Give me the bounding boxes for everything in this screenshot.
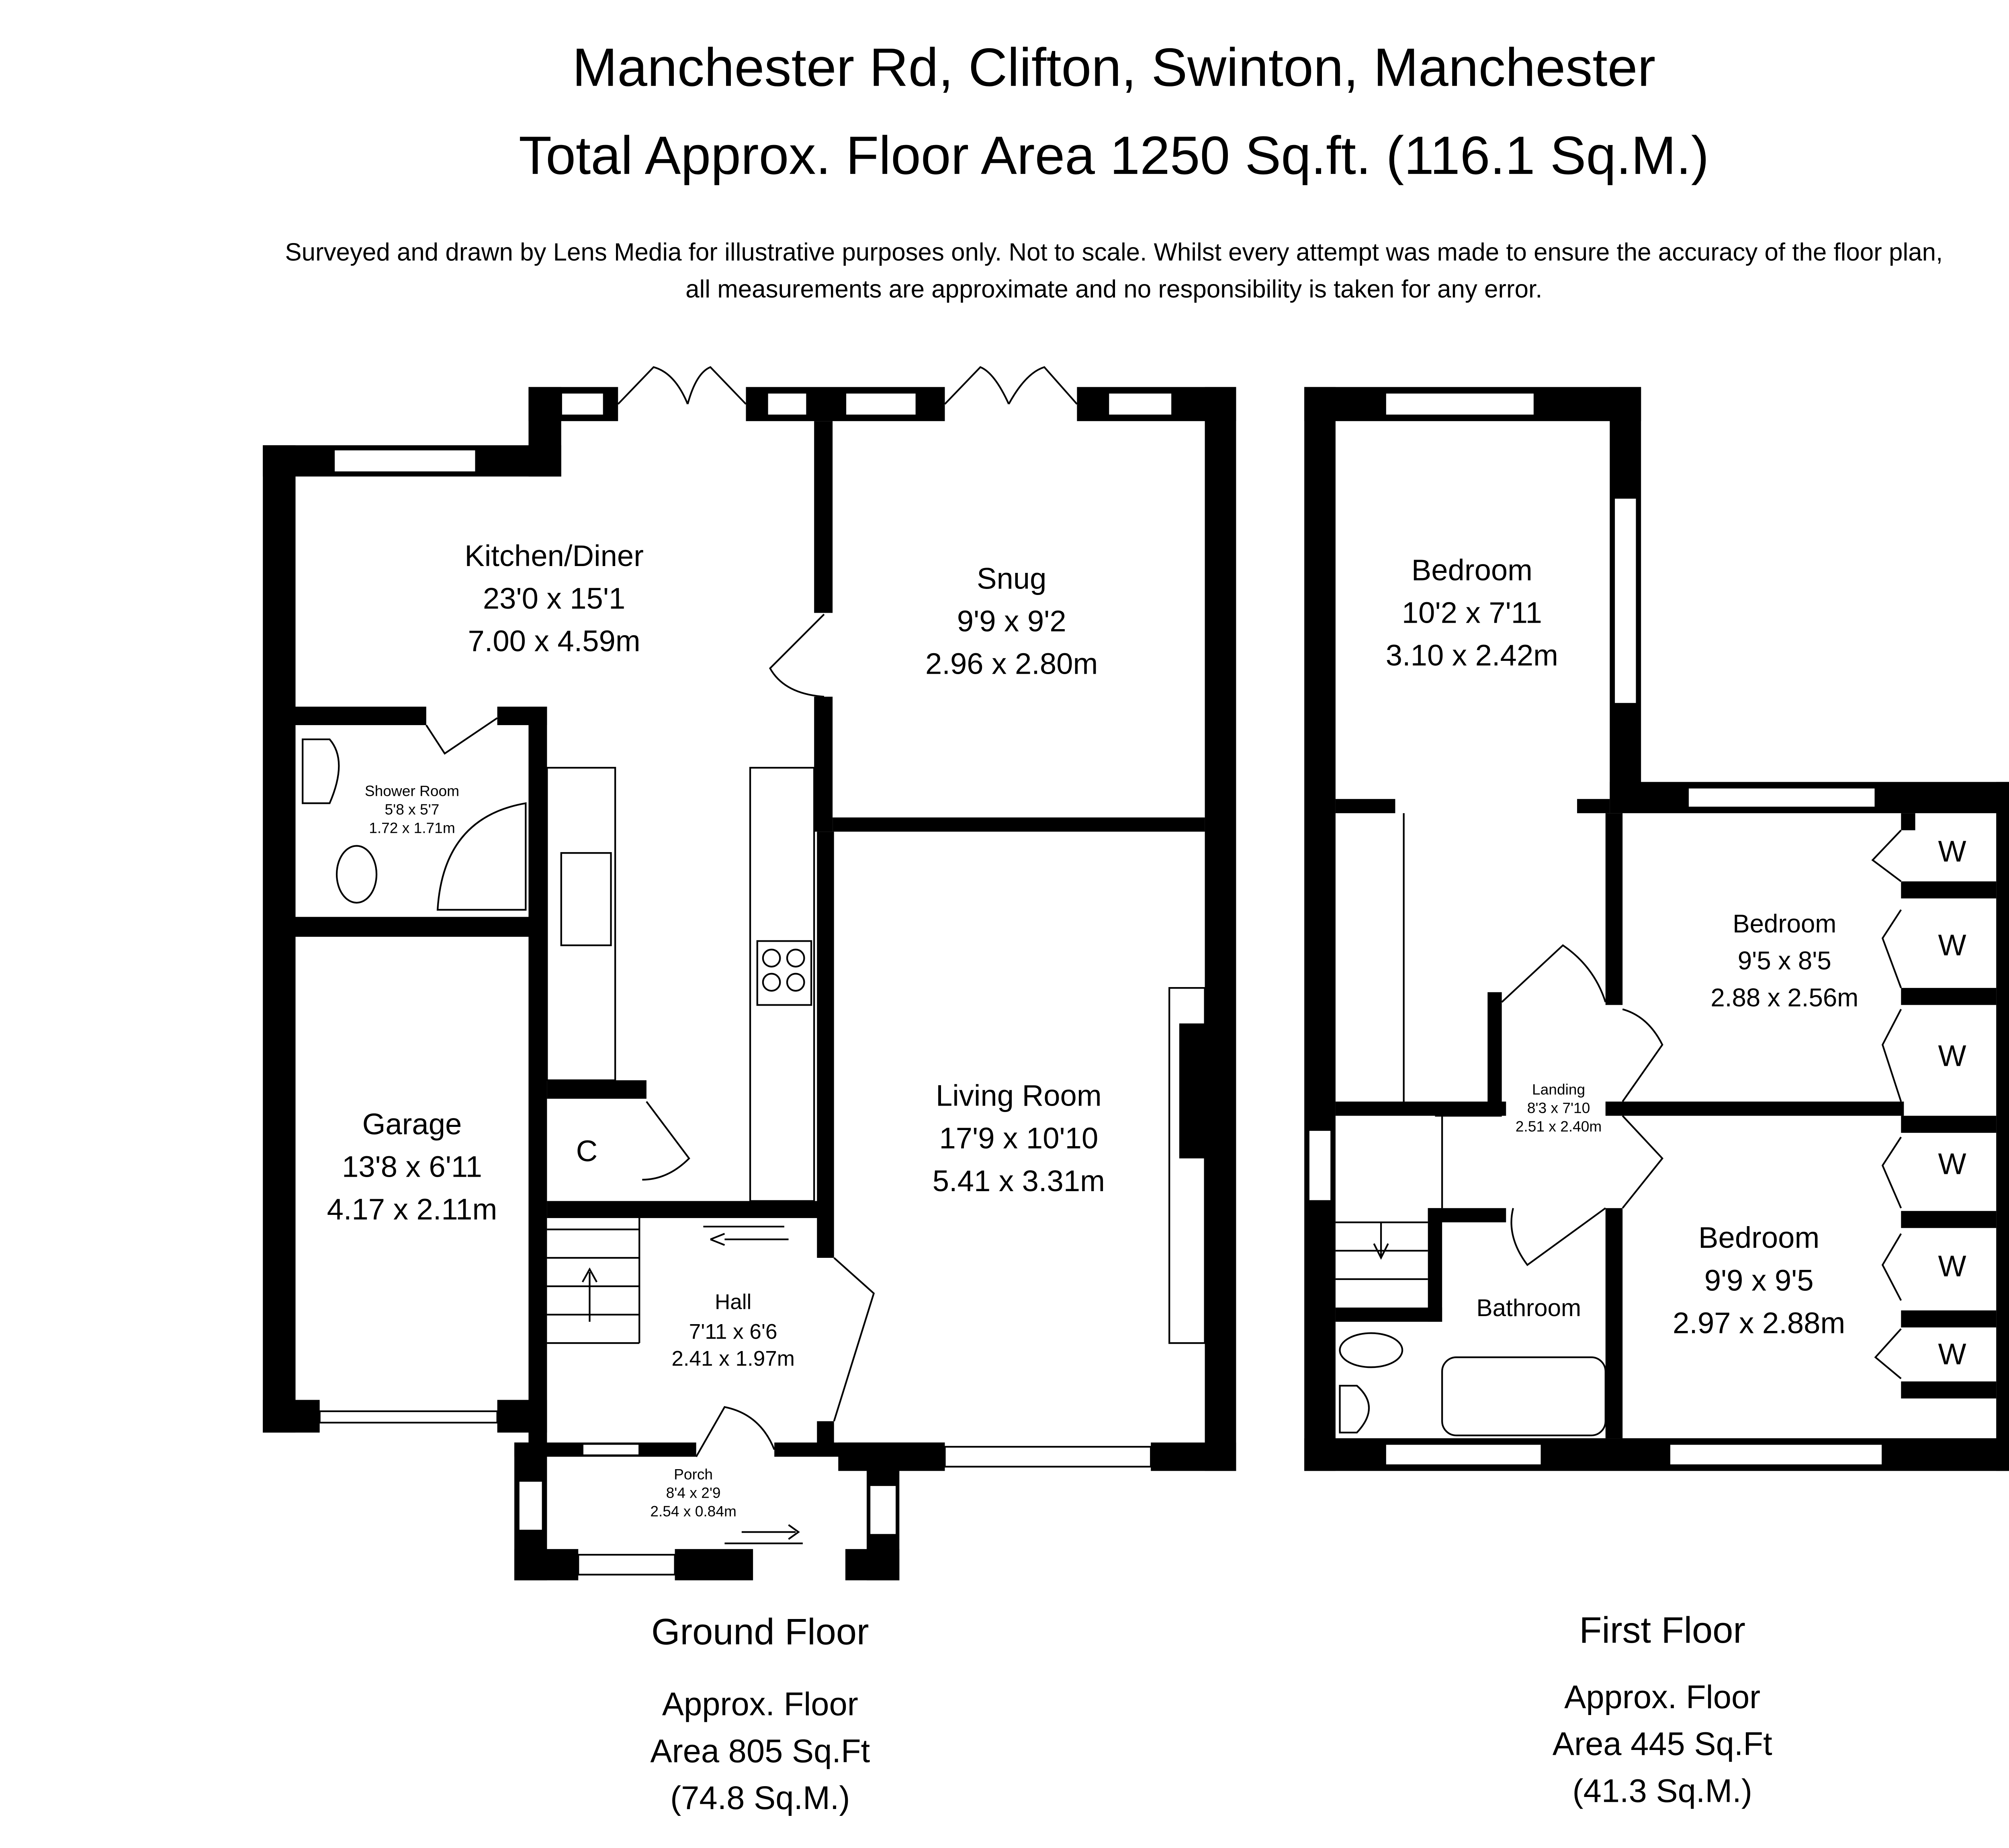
floor-area-line: Approx. Floor — [662, 1686, 858, 1723]
room-name: Snug — [977, 562, 1046, 595]
wardrobes: W W W W W W — [1938, 834, 1966, 1371]
room-imperial: 5'8 x 5'7 — [385, 801, 440, 818]
room-metric: 7.00 x 4.59m — [468, 624, 640, 658]
disclaimer-line-2: all measurements are approximate and no … — [685, 276, 1542, 303]
room-metric: 5.41 x 3.31m — [933, 1164, 1105, 1198]
address-title: Manchester Rd, Clifton, Swinton, Manches… — [572, 37, 1655, 98]
wardrobe-label: W — [1938, 1337, 1966, 1371]
room-shower: Shower Room 5'8 x 5'7 1.72 x 1.71m — [365, 783, 459, 836]
room-name: Bedroom — [1412, 553, 1532, 587]
room-landing: Landing 8'3 x 7'10 2.51 x 2.40m — [1516, 1081, 1602, 1135]
room-metric: 2.41 x 1.97m — [671, 1347, 795, 1371]
room-snug: Snug 9'9 x 9'2 2.96 x 2.80m — [925, 562, 1098, 680]
room-metric: 1.72 x 1.71m — [369, 820, 455, 836]
room-metric: 2.51 x 2.40m — [1516, 1118, 1602, 1135]
room-garage: Garage 13'8 x 6'11 4.17 x 2.11m — [327, 1107, 497, 1226]
room-name: Bedroom — [1698, 1221, 1819, 1254]
room-living: Living Room 17'9 x 10'10 5.41 x 3.31m — [933, 1079, 1105, 1198]
floor-area-line: (41.3 Sq.M.) — [1573, 1772, 1752, 1809]
wardrobe-label: W — [1938, 928, 1966, 962]
room-name: Hall — [715, 1290, 751, 1314]
room-kitchen-diner: Kitchen/Diner 23'0 x 15'1 7.00 x 4.59m — [464, 539, 644, 658]
room-bathroom: Bathroom — [1477, 1294, 1581, 1321]
wardrobe-label: W — [1938, 1249, 1966, 1283]
floor-area-line: Approx. Floor — [1564, 1679, 1760, 1715]
room-metric: 2.96 x 2.80m — [925, 647, 1098, 681]
ground-floor-walls — [263, 366, 1236, 1580]
room-metric: 3.10 x 2.42m — [1386, 638, 1558, 672]
room-imperial: 10'2 x 7'11 — [1402, 596, 1542, 629]
room-metric: 2.54 x 0.84m — [650, 1503, 736, 1520]
total-area-title: Total Approx. Floor Area 1250 Sq.ft. (11… — [519, 125, 1709, 186]
room-imperial: 9'9 x 9'5 — [1704, 1263, 1814, 1297]
floor-area-line: Area 805 Sq.Ft — [650, 1733, 870, 1769]
room-hall: Hall 7'11 x 6'6 2.41 x 1.97m — [671, 1290, 795, 1370]
floor-area-line: (74.8 Sq.M.) — [670, 1780, 850, 1816]
room-imperial: 9'9 x 9'2 — [957, 605, 1066, 638]
room-imperial: 8'3 x 7'10 — [1527, 1099, 1590, 1116]
room-porch: Porch 8'4 x 2'9 2.54 x 0.84m — [650, 1466, 736, 1520]
floor-title: First Floor — [1579, 1610, 1745, 1651]
cupboard-label: C — [576, 1135, 598, 1168]
room-bedroom-1: Bedroom 10'2 x 7'11 3.10 x 2.42m — [1386, 553, 1558, 672]
room-name: Porch — [674, 1466, 713, 1483]
room-bedroom-3: Bedroom 9'9 x 9'5 2.97 x 2.88m — [1673, 1221, 1845, 1339]
room-name: Kitchen/Diner — [464, 539, 644, 572]
ground-floor-caption: Ground Floor Approx. Floor Area 805 Sq.F… — [650, 1611, 870, 1816]
room-imperial: 13'8 x 6'11 — [342, 1150, 482, 1183]
first-floor-walls — [1304, 387, 2009, 1471]
wardrobe-label: W — [1938, 834, 1966, 868]
room-name: Living Room — [936, 1079, 1102, 1112]
room-metric: 2.97 x 2.88m — [1673, 1306, 1845, 1339]
room-imperial: 17'9 x 10'10 — [939, 1122, 1098, 1155]
room-metric: 4.17 x 2.11m — [327, 1193, 497, 1226]
room-imperial: 9'5 x 8'5 — [1738, 946, 1831, 975]
room-imperial: 8'4 x 2'9 — [666, 1484, 721, 1501]
wardrobe-label: W — [1938, 1147, 1966, 1180]
room-metric: 2.88 x 2.56m — [1710, 983, 1858, 1012]
room-name: Landing — [1532, 1081, 1585, 1098]
room-name: Shower Room — [365, 783, 459, 799]
room-bedroom-2: Bedroom 9'5 x 8'5 2.88 x 2.56m — [1710, 910, 1858, 1012]
room-name: Garage — [362, 1107, 462, 1141]
floor-title: Ground Floor — [651, 1611, 869, 1652]
floor-area-line: Area 445 Sq.Ft — [1553, 1726, 1772, 1762]
room-name: Bedroom — [1733, 910, 1836, 938]
room-imperial: 23'0 x 15'1 — [483, 582, 626, 615]
room-imperial: 7'11 x 6'6 — [689, 1320, 777, 1344]
first-floor-caption: First Floor Approx. Floor Area 445 Sq.Ft… — [1553, 1610, 1772, 1809]
wardrobe-label: W — [1938, 1039, 1966, 1073]
disclaimer-line-1: Surveyed and drawn by Lens Media for ill… — [285, 239, 1943, 266]
